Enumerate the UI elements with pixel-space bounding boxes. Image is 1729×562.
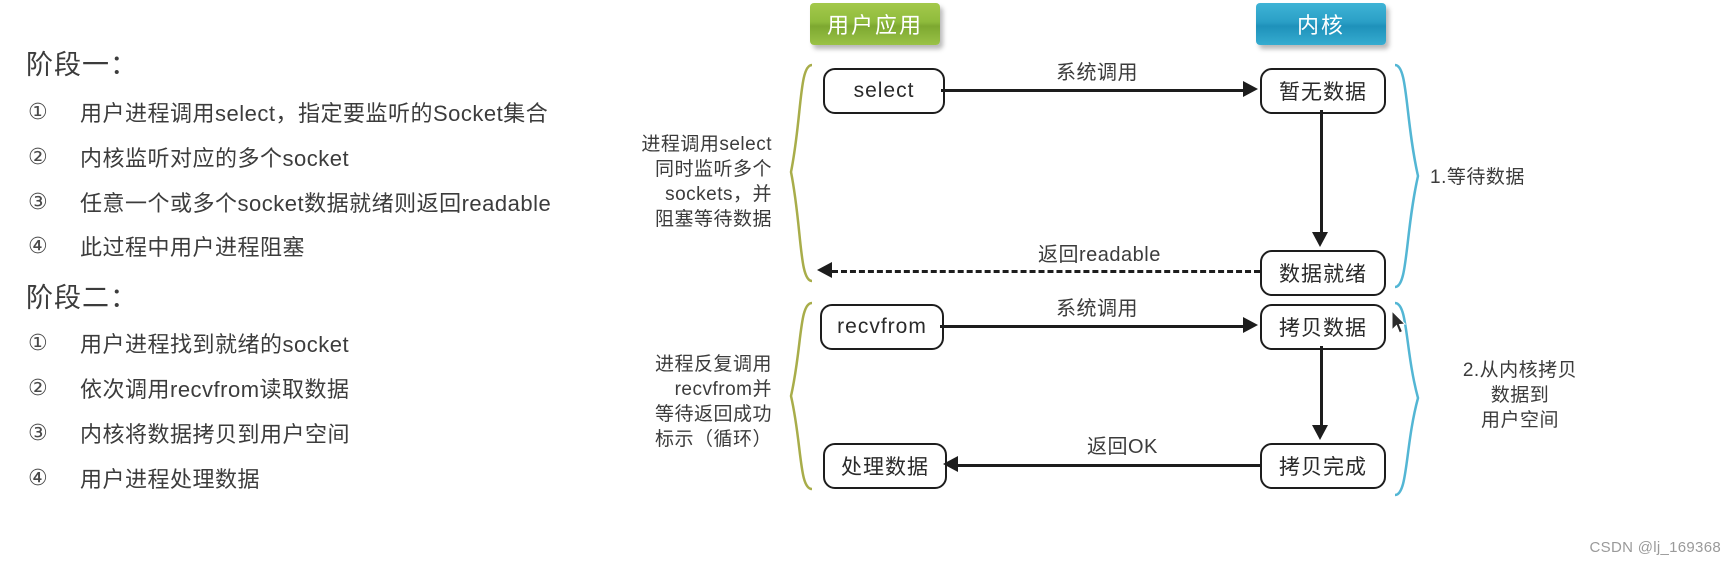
- phase1-step-4-number: ④: [28, 233, 48, 258]
- phase2-step-4: ④ 用户进程处理数据: [28, 462, 260, 494]
- note-right-phase2: 2.从内核拷贝 数据到 用户空间: [1462, 360, 1578, 431]
- connector-copydone-to-processdata: [958, 464, 1260, 467]
- phase1-step-4-text: 此过程中用户进程阻塞: [80, 235, 306, 260]
- phase1-step-1: ① 用户进程调用select，指定要监听的Socket集合: [28, 96, 548, 128]
- node-recvfrom: recvfrom: [820, 304, 944, 350]
- header-badge-user-app: 用户应用: [810, 3, 940, 45]
- connector-nodata-to-dataready: [1320, 110, 1323, 232]
- phase1-step-3-text: 任意一个或多个socket数据就绪则返回readable: [80, 191, 552, 216]
- phase2-step-2: ② 依次调用recvfrom读取数据: [28, 372, 350, 404]
- phase1-step-4: ④ 此过程中用户进程阻塞: [28, 230, 305, 262]
- label-syscall-2: 系统调用: [1056, 298, 1138, 320]
- phase2-step-4-text: 用户进程处理数据: [80, 467, 261, 492]
- arrowhead-copydata-to-copydone: [1312, 425, 1328, 440]
- arrowhead-recvfrom-to-copydata: [1243, 317, 1258, 333]
- connector-select-to-nodata: [941, 89, 1243, 92]
- note-left-phase2: 进程反复调用 recvfrom并 等待返回成功 标示（循环）: [654, 354, 772, 450]
- phase1-step-2-text: 内核监听对应的多个socket: [80, 146, 350, 171]
- phase1-step-1-text: 用户进程调用select，指定要监听的Socket集合: [80, 101, 549, 126]
- arrowhead-nodata-to-dataready: [1312, 232, 1328, 247]
- node-process-data: 处理数据: [823, 443, 947, 489]
- mouse-cursor-icon: [1391, 310, 1407, 334]
- note-right-phase1: 1.等待数据: [1430, 167, 1525, 188]
- phase1-step-3: ③ 任意一个或多个socket数据就绪则返回readable: [28, 186, 551, 218]
- connector-dataready-to-select: [832, 270, 1260, 273]
- phase1-step-3-number: ③: [28, 189, 48, 214]
- arrowhead-dataready-to-select: [817, 262, 832, 278]
- note-left-phase1: 进程调用select 同时监听多个 sockets，并 阻塞等待数据: [641, 134, 772, 230]
- phase2-step-3-number: ③: [28, 420, 48, 445]
- brace-right-phase2: [1394, 301, 1420, 497]
- phase2-step-1-number: ①: [28, 330, 48, 355]
- brace-left-phase1: [789, 63, 813, 283]
- phase2-step-1: ① 用户进程找到就绪的socket: [28, 327, 349, 359]
- arrowhead-select-to-nodata: [1243, 81, 1258, 97]
- left-text-panel: 阶段一： ① 用户进程调用select，指定要监听的Socket集合 ② 内核监…: [0, 0, 620, 562]
- phase1-step-2: ② 内核监听对应的多个socket: [28, 141, 349, 173]
- phase2-step-2-number: ②: [28, 375, 48, 400]
- node-copy-done: 拷贝完成: [1260, 443, 1386, 489]
- phase2-step-1-text: 用户进程找到就绪的socket: [80, 332, 350, 357]
- phase2-step-3: ③ 内核将数据拷贝到用户空间: [28, 417, 350, 449]
- phase2-step-3-text: 内核将数据拷贝到用户空间: [80, 422, 351, 447]
- node-copy-data: 拷贝数据: [1260, 304, 1386, 350]
- label-return-ok: 返回OK: [1087, 436, 1158, 458]
- phase2-step-4-number: ④: [28, 465, 48, 490]
- node-select: select: [823, 68, 945, 114]
- node-data-ready: 数据就绪: [1260, 250, 1386, 296]
- label-syscall-1: 系统调用: [1056, 62, 1138, 84]
- connector-recvfrom-to-copydata: [940, 325, 1243, 328]
- arrowhead-copydone-to-processdata: [943, 456, 958, 472]
- phase2-step-2-text: 依次调用recvfrom读取数据: [80, 377, 350, 402]
- phase1-step-2-number: ②: [28, 144, 48, 169]
- label-return-readable: 返回readable: [1038, 244, 1161, 266]
- brace-right-phase1: [1394, 63, 1420, 289]
- node-no-data: 暂无数据: [1260, 68, 1386, 114]
- connector-copydata-to-copydone: [1320, 346, 1323, 425]
- phase2-title: 阶段二：: [26, 283, 138, 313]
- header-badge-kernel: 内核: [1256, 3, 1386, 45]
- csdn-watermark: CSDN @lj_169368: [1589, 539, 1721, 556]
- phase1-step-1-number: ①: [28, 99, 48, 124]
- phase1-title: 阶段一：: [26, 50, 138, 80]
- io-multiplexing-diagram: 用户应用 内核 select 暂无数据 数据就绪 recvfrom 拷贝数据 处…: [620, 0, 1729, 562]
- brace-left-phase2: [789, 301, 813, 491]
